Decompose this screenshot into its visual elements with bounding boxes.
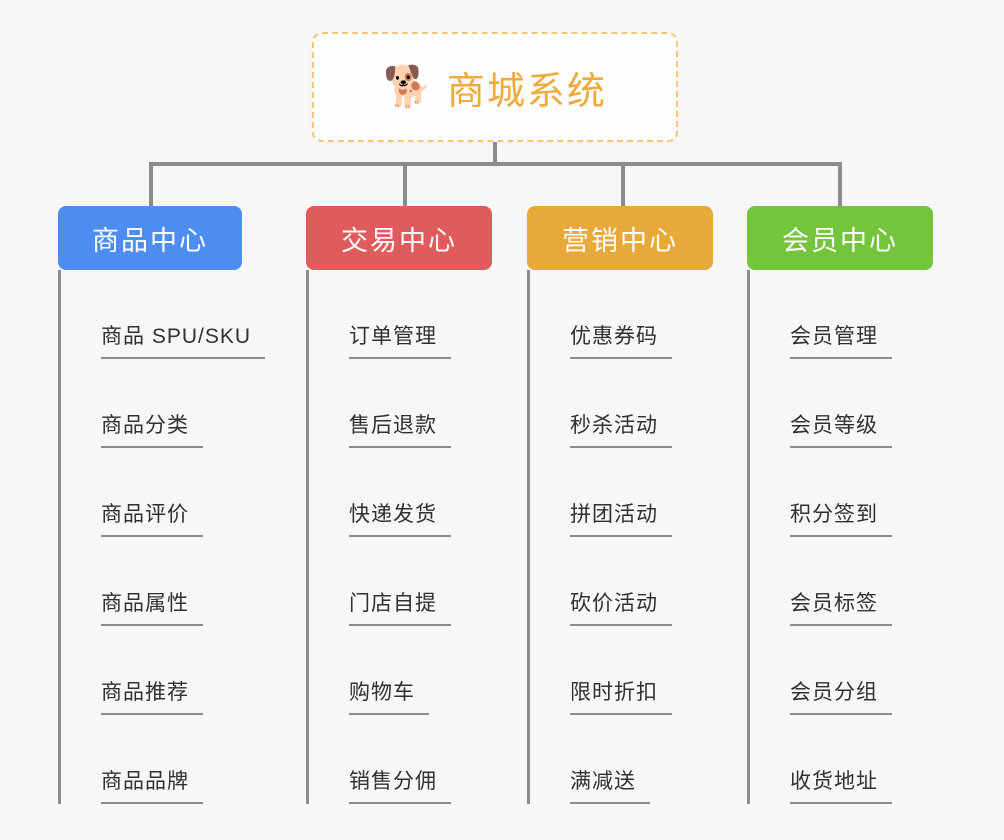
- branch-items-product: 商品 SPU/SKU 商品分类 商品评价 商品属性 商品推荐 商品品牌: [58, 270, 266, 804]
- branch-column-trade: 交易中心 订单管理 售后退款 快递发货 门店自提 购物车 销售分佣: [306, 206, 492, 804]
- connector-drop-3: [621, 162, 625, 206]
- branch-header-label: 营销中心: [562, 225, 678, 256]
- list-item[interactable]: 商品 SPU/SKU: [73, 270, 266, 359]
- list-item-label: 商品推荐: [101, 676, 203, 715]
- connector-drop-4: [838, 162, 842, 206]
- branch-column-product: 商品中心 商品 SPU/SKU 商品分类 商品评价 商品属性 商品推荐 商品品牌: [58, 206, 266, 804]
- branch-column-marketing: 营销中心 优惠券码 秒杀活动 拼团活动 砍价活动 限时折扣 满减送: [527, 206, 713, 804]
- list-item-label: 门店自提: [349, 587, 451, 626]
- list-item[interactable]: 会员标签: [762, 537, 933, 626]
- list-item-label: 会员管理: [790, 320, 892, 359]
- list-item[interactable]: 购物车: [321, 626, 492, 715]
- list-item[interactable]: 商品推荐: [73, 626, 242, 715]
- list-item[interactable]: 收货地址: [762, 715, 933, 804]
- list-item[interactable]: 拼团活动: [542, 448, 713, 537]
- list-item-label: 商品分类: [101, 409, 203, 448]
- list-item[interactable]: 订单管理: [321, 270, 492, 359]
- list-item-label: 积分签到: [790, 498, 892, 537]
- branch-header-label: 会员中心: [782, 225, 898, 256]
- list-item[interactable]: 快递发货: [321, 448, 492, 537]
- list-item-label: 拼团活动: [570, 498, 672, 537]
- list-item[interactable]: 积分签到: [762, 448, 933, 537]
- list-item-label: 优惠券码: [570, 320, 672, 359]
- list-item-label: 购物车: [349, 676, 429, 715]
- list-item-label: 商品 SPU/SKU: [101, 320, 266, 359]
- branch-header-label: 交易中心: [341, 225, 457, 256]
- connector-drop-1: [149, 162, 153, 206]
- list-item-label: 会员标签: [790, 587, 892, 626]
- list-item[interactable]: 售后退款: [321, 359, 492, 448]
- branch-items-trade: 订单管理 售后退款 快递发货 门店自提 购物车 销售分佣: [306, 270, 492, 804]
- list-item[interactable]: 砍价活动: [542, 537, 713, 626]
- list-item[interactable]: 优惠券码: [542, 270, 713, 359]
- branch-header-label: 商品中心: [92, 225, 208, 256]
- list-item[interactable]: 秒杀活动: [542, 359, 713, 448]
- list-item-label: 订单管理: [349, 320, 451, 359]
- list-item[interactable]: 门店自提: [321, 537, 492, 626]
- list-item[interactable]: 满减送: [542, 715, 713, 804]
- list-item-label: 快递发货: [349, 498, 451, 537]
- list-item-label: 会员等级: [790, 409, 892, 448]
- list-item-label: 商品品牌: [101, 765, 203, 804]
- list-item-label: 砍价活动: [570, 587, 672, 626]
- connector-horizontal-bus: [149, 162, 840, 166]
- connector-drop-2: [403, 162, 407, 206]
- list-item-label: 商品属性: [101, 587, 203, 626]
- root-node[interactable]: 🐕 商城系统: [312, 32, 678, 142]
- list-item[interactable]: 会员管理: [762, 270, 933, 359]
- list-item-label: 限时折扣: [570, 676, 672, 715]
- list-item-label: 秒杀活动: [570, 409, 672, 448]
- list-item[interactable]: 商品品牌: [73, 715, 242, 804]
- root-node-title: 商城系统: [446, 70, 607, 113]
- branch-column-member: 会员中心 会员管理 会员等级 积分签到 会员标签 会员分组 收货地址: [747, 206, 933, 804]
- list-item[interactable]: 限时折扣: [542, 626, 713, 715]
- list-item[interactable]: 会员分组: [762, 626, 933, 715]
- list-item[interactable]: 商品属性: [73, 537, 242, 626]
- branch-items-member: 会员管理 会员等级 积分签到 会员标签 会员分组 收货地址: [747, 270, 933, 804]
- list-item[interactable]: 商品评价: [73, 448, 242, 537]
- list-item[interactable]: 销售分佣: [321, 715, 492, 804]
- list-item[interactable]: 会员等级: [762, 359, 933, 448]
- list-item-label: 满减送: [570, 765, 650, 804]
- list-item-label: 收货地址: [790, 765, 892, 804]
- list-item-label: 销售分佣: [349, 765, 451, 804]
- branch-header-marketing[interactable]: 营销中心: [527, 206, 713, 270]
- list-item-label: 售后退款: [349, 409, 451, 448]
- list-item[interactable]: 商品分类: [73, 359, 242, 448]
- list-item-label: 商品评价: [101, 498, 203, 537]
- shiba-dog-icon: 🐕: [383, 65, 433, 109]
- list-item-label: 会员分组: [790, 676, 892, 715]
- branch-header-member[interactable]: 会员中心: [747, 206, 933, 270]
- branch-header-product[interactable]: 商品中心: [58, 206, 242, 270]
- branch-header-trade[interactable]: 交易中心: [306, 206, 492, 270]
- branch-items-marketing: 优惠券码 秒杀活动 拼团活动 砍价活动 限时折扣 满减送: [527, 270, 713, 804]
- connector-root-stem: [493, 142, 497, 164]
